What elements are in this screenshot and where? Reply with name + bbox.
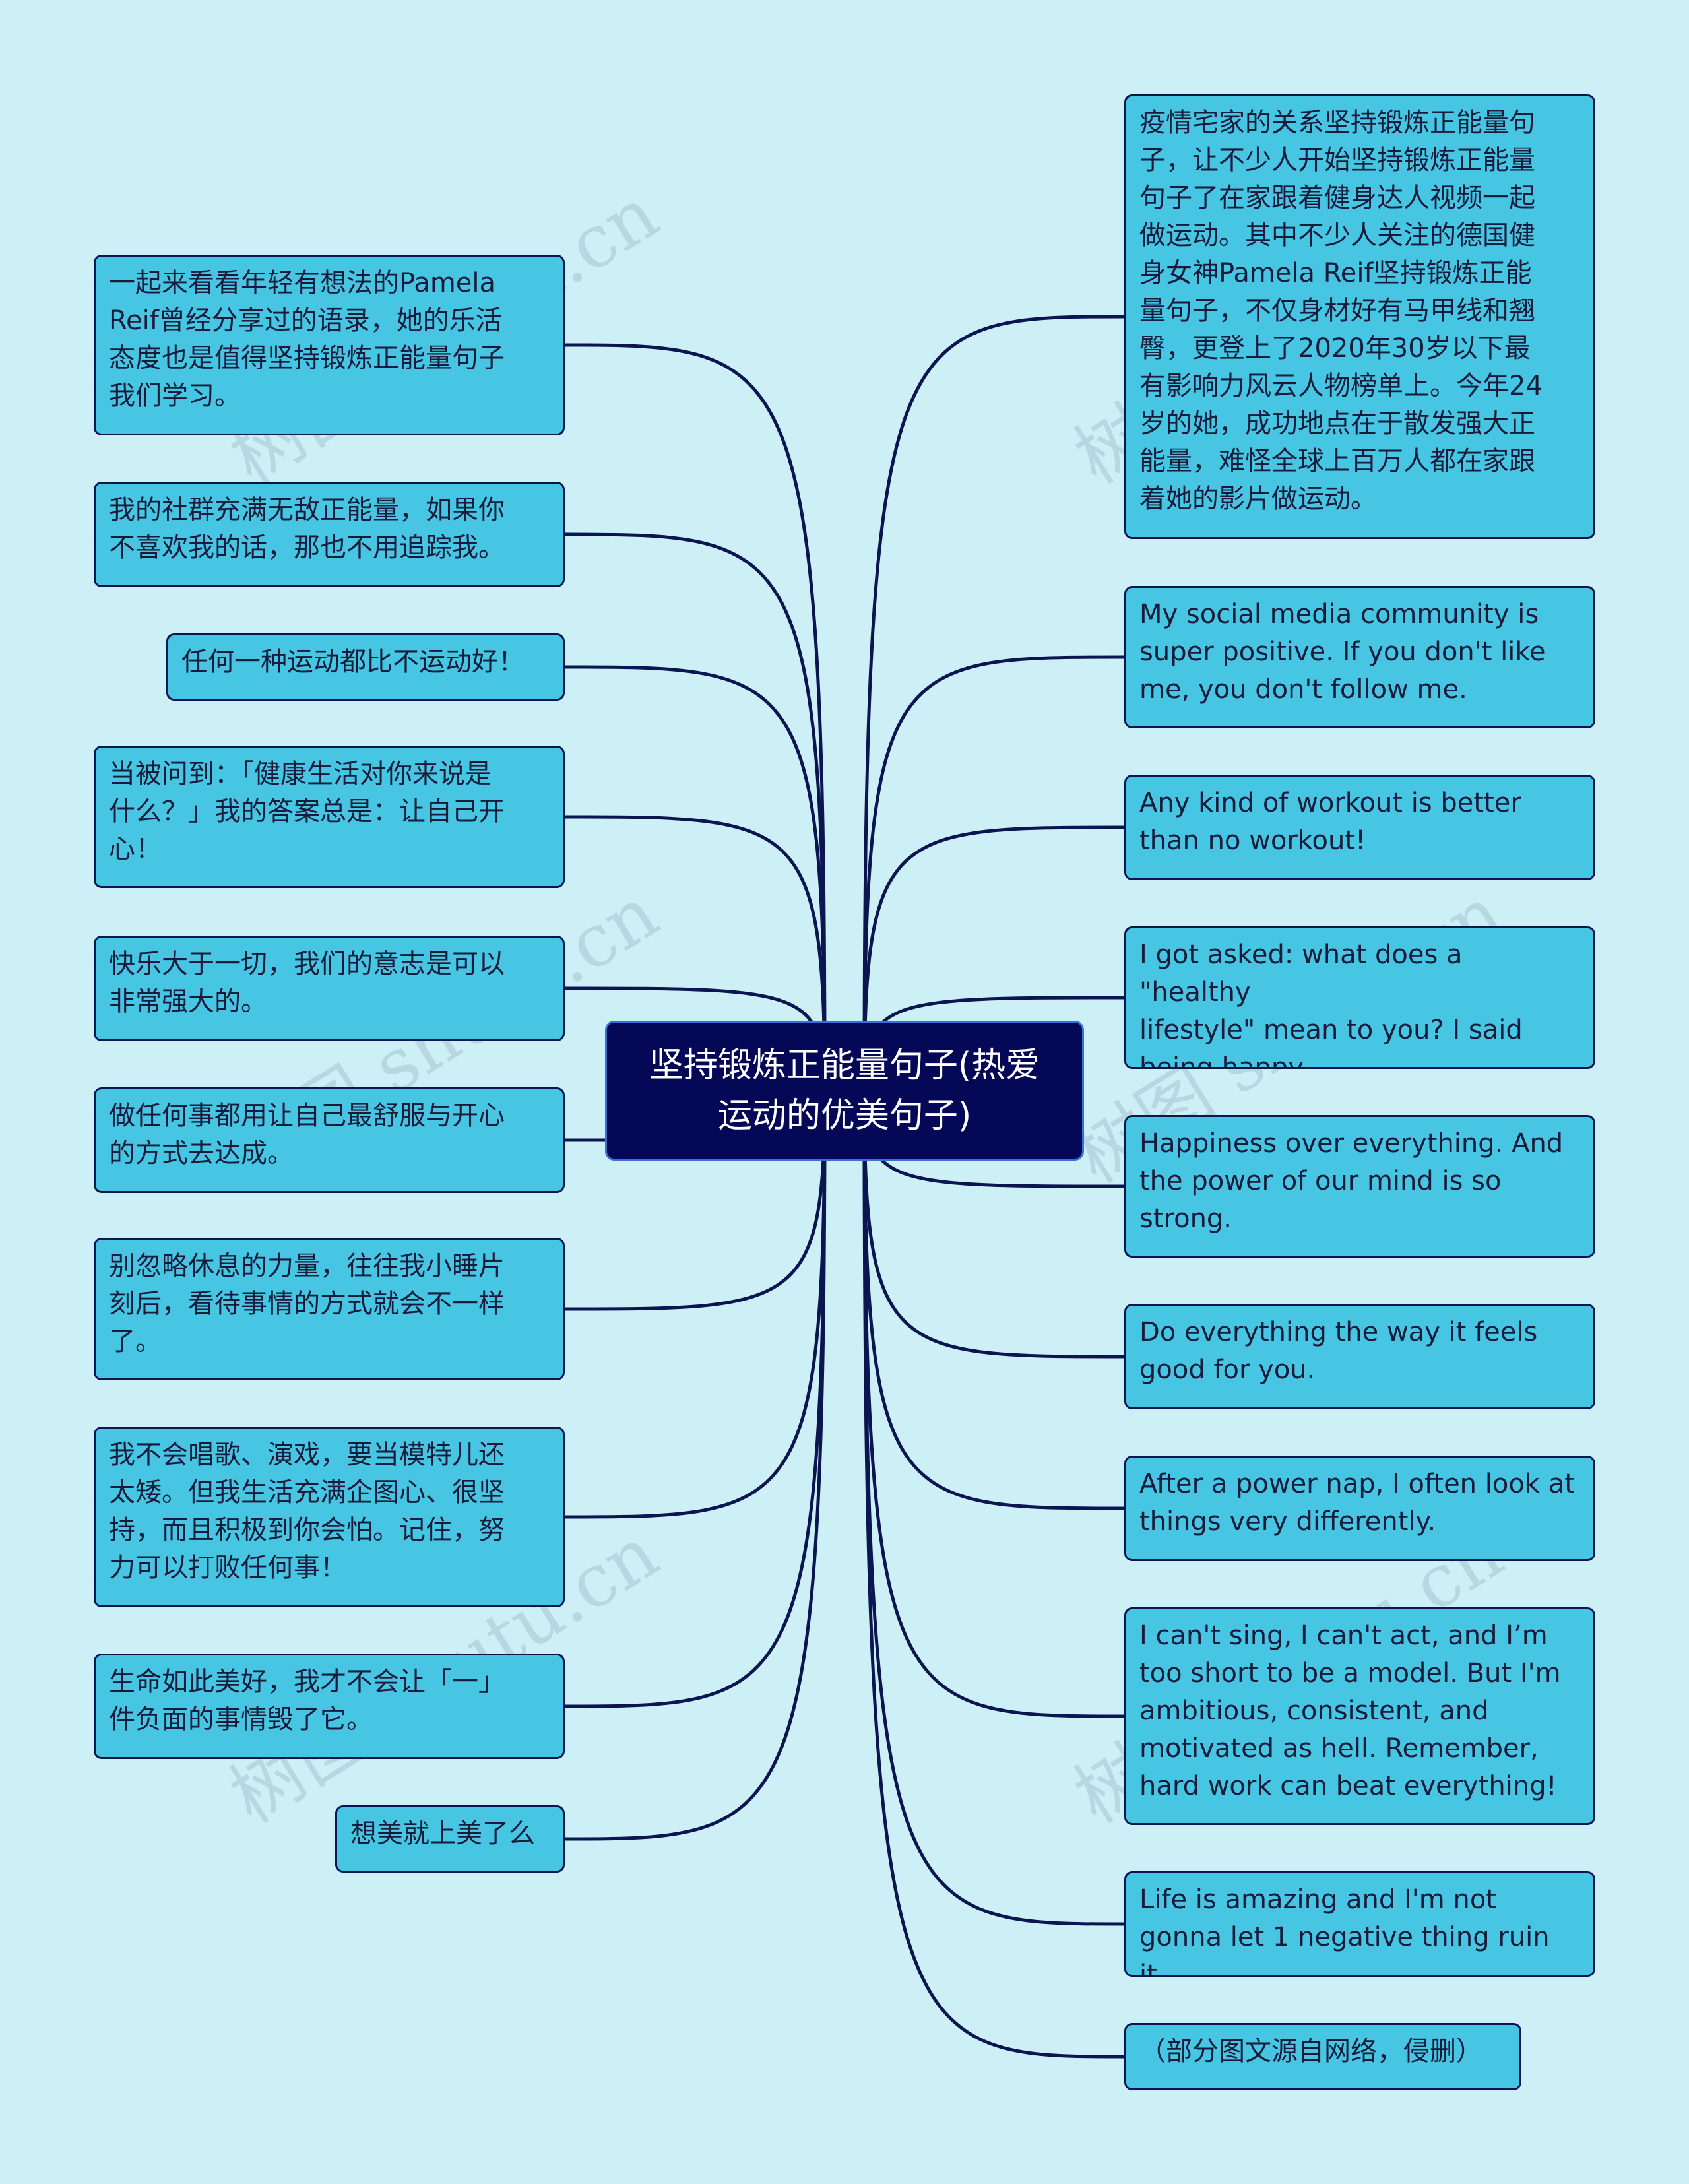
connector-line [564, 1090, 827, 1311]
connector-line [564, 665, 827, 1091]
branch-node-left[interactable]: 当被问到：「健康生活对你来说是 什么？」我的答案总是：让自己开 心！ [94, 746, 565, 888]
connector-line [564, 1090, 827, 1708]
connector-line [862, 1090, 1125, 2059]
branch-node-left[interactable]: 想美就上美了么 [335, 1805, 565, 1873]
branch-node-right[interactable]: Do everything the way it feels good for … [1124, 1304, 1595, 1409]
branch-node-right[interactable]: After a power nap, I often look at thing… [1124, 1456, 1595, 1561]
branch-node-left[interactable]: 我的社群充满无敌正能量，如果你 不喜欢我的话，那也不用追踪我。 [94, 482, 565, 587]
branch-node-right[interactable]: Life is amazing and I'm not gonna let 1 … [1124, 1871, 1595, 1977]
central-topic[interactable]: 坚持锻炼正能量句子(热爱 运动的优美句子) [605, 1021, 1084, 1161]
branch-node-left[interactable]: 做任何事都用让自己最舒服与开心 的方式去达成。 [94, 1087, 565, 1193]
branch-node-right[interactable]: Any kind of workout is better than no wo… [1124, 775, 1595, 880]
connector-line [862, 825, 1125, 1091]
branch-node-right[interactable]: （部分图文源自网络，侵删） [1124, 2023, 1521, 2090]
branch-node-right[interactable]: I can't sing, I can't act, and I’m too s… [1124, 1607, 1595, 1825]
branch-node-left[interactable]: 任何一种运动都比不运动好！ [166, 633, 565, 701]
branch-node-left[interactable]: 生命如此美好，我才不会让「一」 件负面的事情毁了它。 [94, 1654, 565, 1759]
branch-node-left[interactable]: 别忽略休息的力量，往往我小睡片 刻后，看待事情的方式就会不一样 了。 [94, 1238, 565, 1380]
connector-line [564, 1090, 827, 1841]
branch-node-left[interactable]: 快乐大于一切，我们的意志是可以 非常强大的。 [94, 936, 565, 1041]
connector-line [564, 532, 827, 1091]
branch-node-left[interactable]: 我不会唱歌、演戏，要当模特儿还 太矮。但我生活充满企图心、很坚 持，而且积极到你… [94, 1427, 565, 1607]
branch-node-right[interactable]: My social media community is super posit… [1124, 586, 1595, 728]
connector-line [564, 815, 827, 1091]
connector-line [564, 343, 827, 1091]
connector-line [862, 315, 1125, 1091]
branch-node-left[interactable]: 一起来看看年轻有想法的Pamela Reif曾经分享过的语录，她的乐活 态度也是… [94, 255, 565, 435]
branch-node-right[interactable]: 疫情宅家的关系坚持锻炼正能量句 子，让不少人开始坚持锻炼正能量 句子了在家跟着健… [1124, 94, 1595, 539]
connector-line [862, 655, 1125, 1091]
branch-node-right[interactable]: I got asked: what does a "healthy lifest… [1124, 926, 1595, 1069]
branch-node-right[interactable]: Happiness over everything. And the power… [1124, 1115, 1595, 1258]
